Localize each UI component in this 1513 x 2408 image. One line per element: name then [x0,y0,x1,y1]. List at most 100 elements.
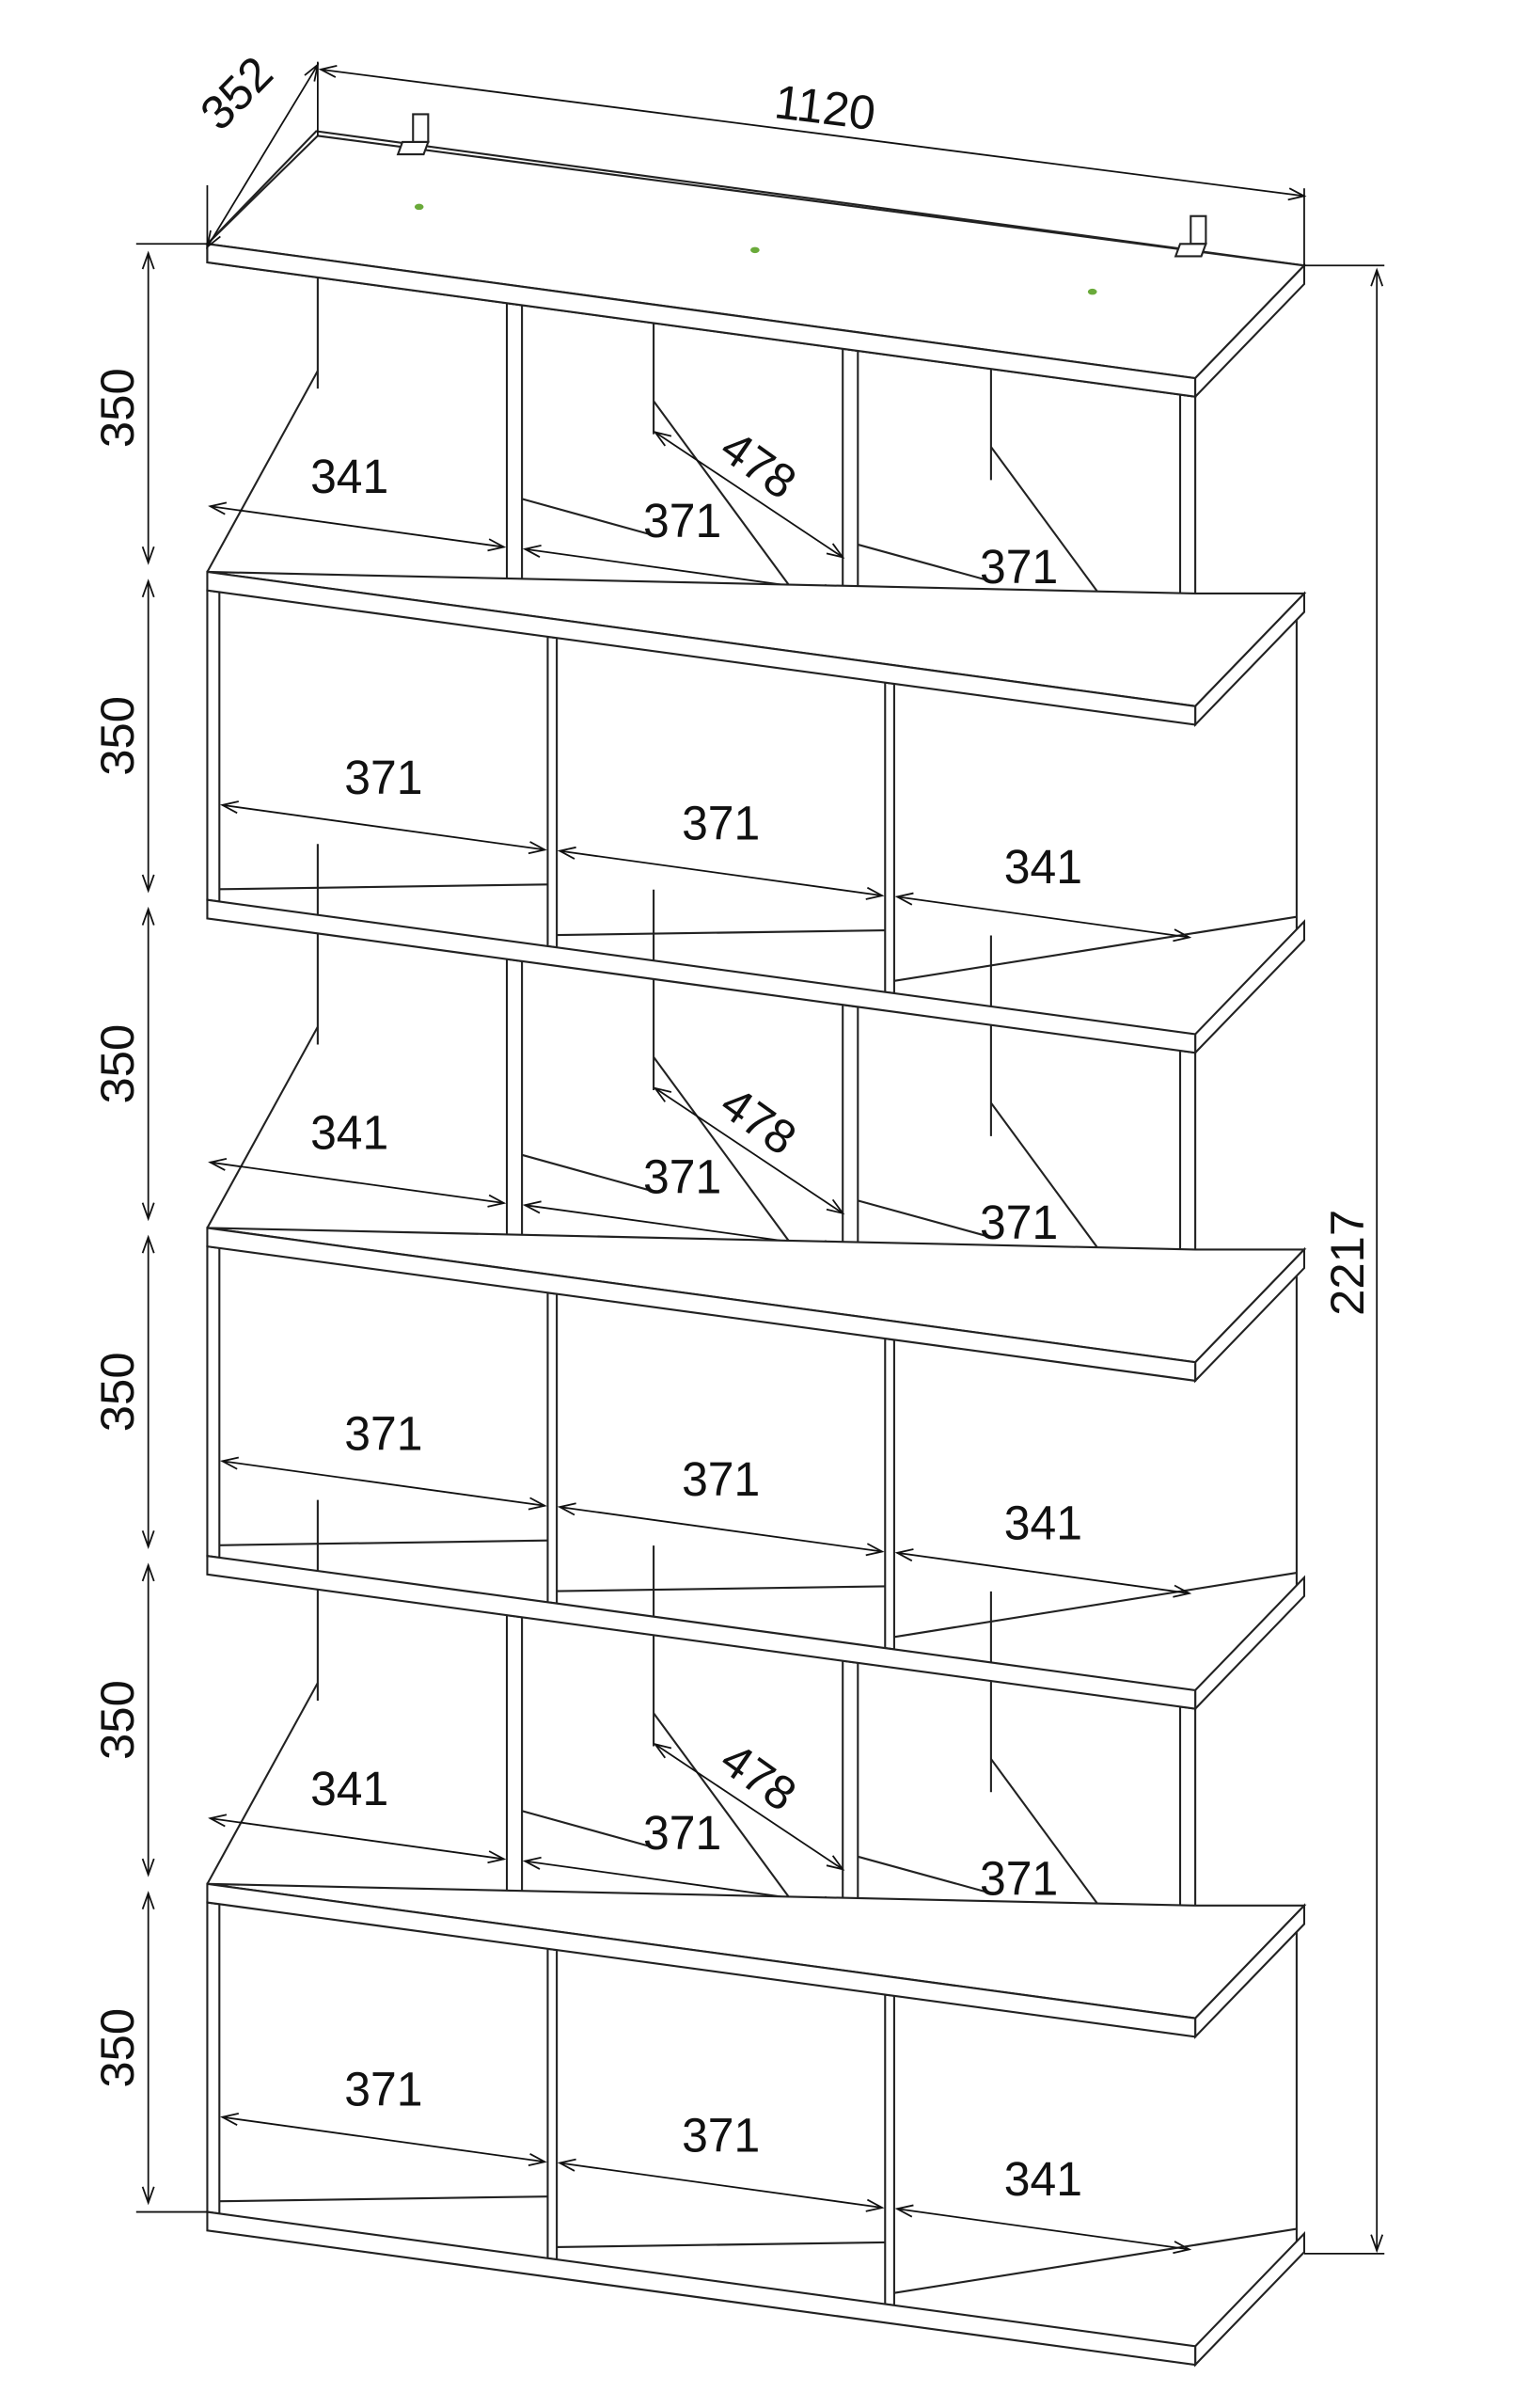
back-edge [858,543,992,582]
arrowhead [141,2186,155,2206]
shelf-end [1194,919,1306,1055]
divider-panel [206,589,221,903]
tier-height-dimension [141,250,155,565]
overall-height-label: 2217 [1320,1210,1373,1316]
dimension-line [210,1817,504,1861]
shelf-front [206,1554,1197,1710]
mount-hole-icon [414,203,424,211]
arrowhead [141,1202,155,1222]
arrowhead [208,1814,228,1828]
arrowhead [894,2204,914,2218]
width-label: 341 [310,1762,388,1816]
tier-height-dimension [141,1562,155,1877]
arrowhead [865,2198,885,2212]
tier-height-dimension [141,1891,155,2206]
shelf-front [206,2210,1197,2367]
arrowhead [653,1086,672,1102]
tier-height-label: 350 [90,1352,143,1432]
arrowhead [826,1855,845,1871]
diagonal-label: 478 [712,1732,807,1822]
arrowhead [865,886,885,900]
width-dimension [219,2113,547,2166]
arrowhead [141,1891,155,1909]
arrowhead [653,431,672,447]
arrowhead [826,543,845,559]
arrowhead [522,544,542,558]
arrowhead [528,1497,547,1511]
arrowhead [487,1194,507,1208]
back-edge [521,1153,654,1193]
width-label: 371 [344,2062,422,2116]
dimension-line [206,64,319,248]
floor-edge [219,883,548,891]
floor-edge [206,1026,319,1228]
arrowhead [1173,2241,1192,2255]
divider-panel [505,1613,524,1928]
shelf-front [206,1882,1197,2038]
arrowhead [557,1502,576,1516]
divider-panel [546,1947,559,2261]
wall-bracket-icon [1174,214,1207,258]
shelf-front [206,1227,1197,1383]
arrowhead [141,1858,155,1877]
dimension-line [897,1551,1190,1594]
arrowhead [1173,928,1192,943]
diagonal-dimension [653,1742,845,1871]
back-edge [521,498,654,537]
floor-edge [219,2195,548,2203]
dimension-line [654,1743,843,1871]
divider-panel [206,1244,221,1560]
arrowhead [865,1543,885,1557]
shelf-front [206,570,1197,726]
arrowhead [894,1548,914,1562]
width-label: 371 [344,750,422,804]
bracket-foot [396,140,430,156]
floor-edge [557,928,886,937]
arrowhead [487,538,507,552]
width-dimension [557,846,885,900]
divider-panel [505,958,524,1273]
dimension-line [320,68,1305,198]
arrowhead [528,2153,547,2166]
arrowhead [141,578,155,598]
dimension-line [559,849,883,896]
width-dimension [208,1157,507,1208]
floor-edge [893,2227,1298,2294]
arrowhead [141,250,155,270]
bracket-plate [412,113,430,144]
dimension-line [210,1161,504,1204]
floor-edge [206,370,319,573]
bracket-plate [1190,214,1207,246]
width-label: 341 [1004,1496,1082,1550]
width-dimension [208,1814,507,1864]
width-label: 371 [682,2108,760,2162]
arrowhead [826,1198,845,1215]
arrowhead [141,1562,155,1582]
floor-edge [557,2241,886,2249]
floor-edge [893,1572,1298,1639]
width-label: 371 [344,1406,422,1461]
width-dimension [894,1548,1192,1598]
dimension-line [210,505,504,548]
shelf-end [1194,1575,1306,1712]
dimension-line [897,2208,1190,2251]
shelf-top [207,1227,1307,1364]
width-label: 341 [1004,2152,1082,2207]
width-label: 341 [1004,840,1082,895]
divider-panel [884,1993,895,2307]
top-board-end [1194,262,1306,400]
floor-edge [206,1682,319,1885]
arrowhead [894,892,914,906]
shelf-top [207,1882,1307,2020]
floor-edge [219,1539,548,1546]
tier-height-label: 350 [90,2008,143,2088]
divider-panel [546,635,559,949]
arrowhead [487,1850,507,1864]
wall-bracket-icon [396,113,430,156]
width-label: 371 [643,1806,721,1861]
width-dimension [557,1502,885,1557]
dimension-line [559,2162,883,2209]
arrowhead [1370,2234,1384,2254]
width-dimension [894,892,1192,943]
